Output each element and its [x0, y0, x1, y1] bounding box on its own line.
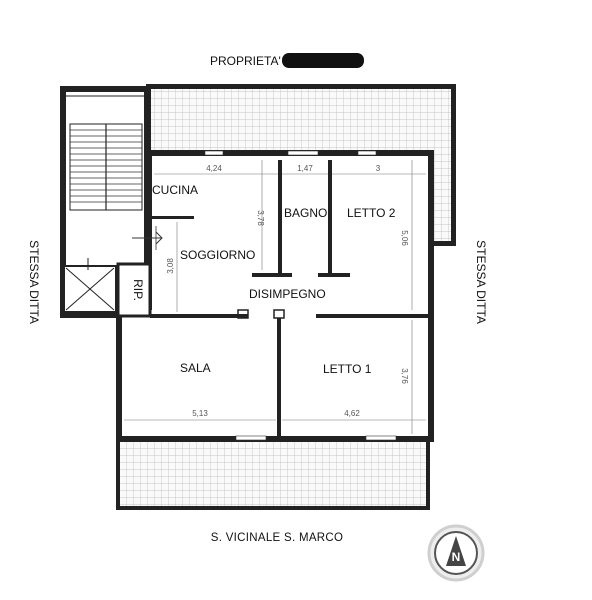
compass-icon: N [427, 524, 485, 582]
room-cucina: CUCINA [152, 183, 198, 197]
redaction-bar [282, 53, 364, 68]
dim-bottom-right: 4,62 [344, 409, 360, 418]
dimension-lines [124, 160, 426, 434]
room-disimpegno: DISIMPEGNO [249, 287, 326, 301]
dim-bottom-left: 5,13 [192, 409, 208, 418]
room-sala: SALA [180, 361, 211, 375]
terrace-bottom [116, 436, 430, 510]
dim-top-left: 4,24 [206, 164, 222, 173]
dim-h-letto2: 5,06 [400, 230, 409, 246]
compass-letter: N [452, 550, 461, 564]
room-letto1: LETTO 1 [323, 362, 372, 376]
apartment [116, 150, 434, 442]
room-soggiorno: SOGGIORNO [180, 248, 255, 262]
owner-label: PROPRIETA' [210, 54, 281, 68]
room-bagno: BAGNO [284, 206, 327, 220]
dim-h-soggiorno: 3,08 [166, 258, 175, 274]
dim-top-mid: 1,47 [297, 164, 313, 173]
side-label-right: STESSA DITTA [474, 240, 488, 324]
stairwell [60, 86, 150, 318]
dim-h-cucina: 3,78 [256, 210, 265, 226]
room-ripostiglio: RIP. [131, 279, 145, 301]
room-letto2: LETTO 2 [347, 206, 396, 220]
dim-h-letto1: 3,76 [400, 368, 409, 384]
street-label: S. VICINALE S. MARCO [211, 532, 344, 544]
dim-top-right: 3 [376, 164, 381, 173]
side-label-left: STESSA DITTA [27, 240, 41, 324]
